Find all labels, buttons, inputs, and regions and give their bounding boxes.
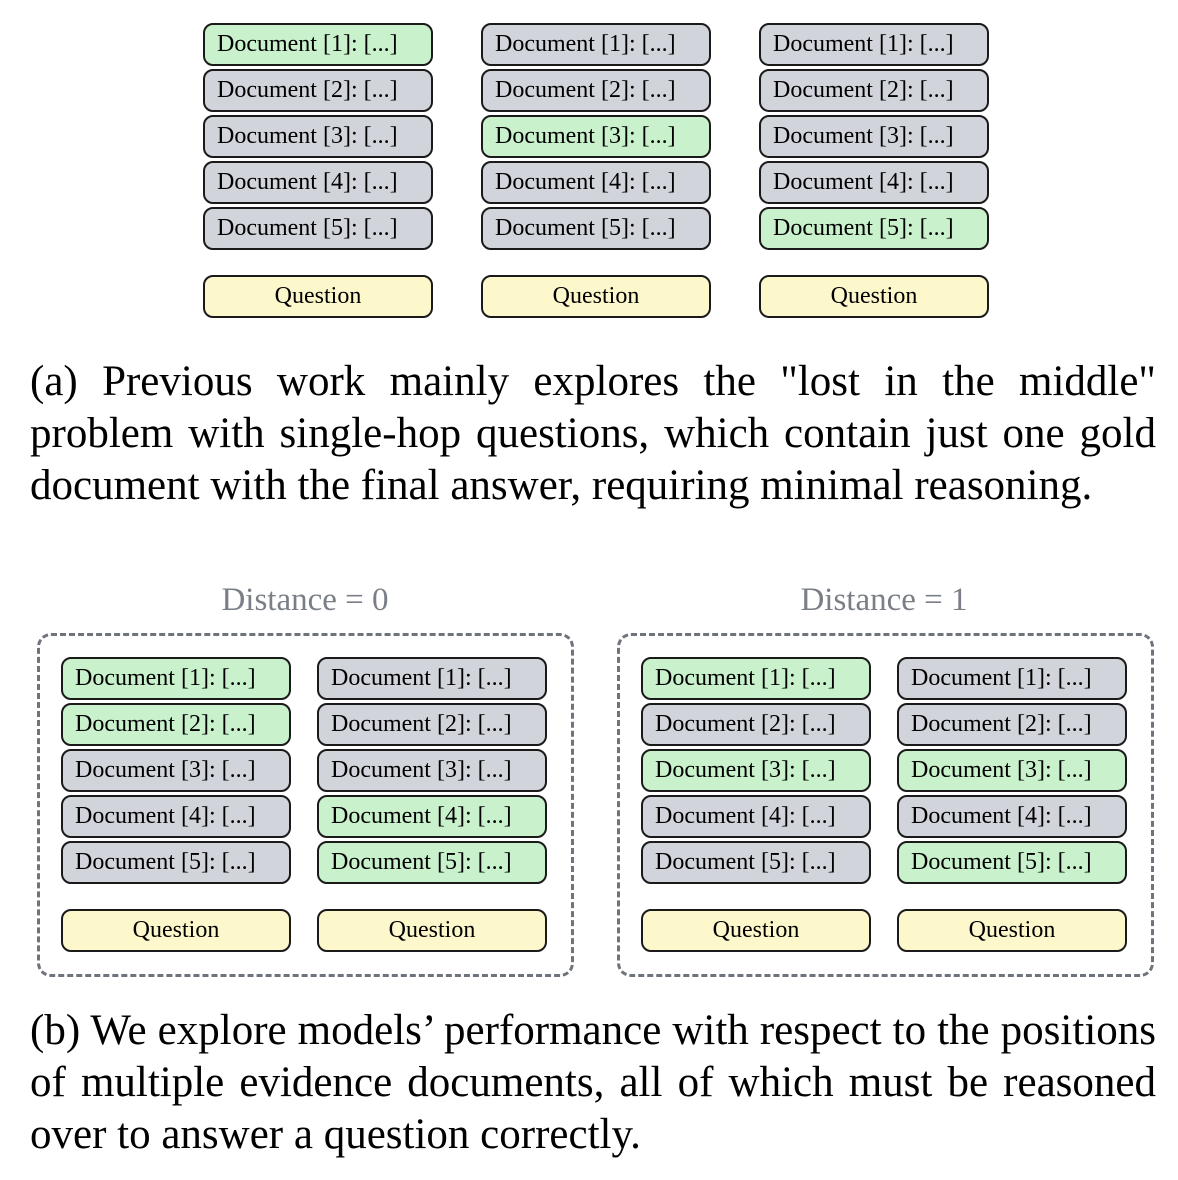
document-4: Document [4]: [...] xyxy=(481,161,711,204)
question-box: Question xyxy=(897,909,1127,952)
gold-document-1: Document [1]: [...] xyxy=(203,23,433,66)
document-2: Document [2]: [...] xyxy=(317,703,547,746)
question-box: Question xyxy=(203,275,433,318)
document-3: Document [3]: [...] xyxy=(61,749,291,792)
document-1: Document [1]: [...] xyxy=(897,657,1127,700)
document-3: Document [3]: [...] xyxy=(203,115,433,158)
gold-document-3: Document [3]: [...] xyxy=(897,749,1127,792)
document-1: Document [1]: [...] xyxy=(759,23,989,66)
gold-document-2: Document [2]: [...] xyxy=(61,703,291,746)
document-5: Document [5]: [...] xyxy=(61,841,291,884)
gold-document-1: Document [1]: [...] xyxy=(641,657,871,700)
group-title-distance-0: Distance = 0 xyxy=(221,582,389,618)
document-2: Document [2]: [...] xyxy=(203,69,433,112)
document-1: Document [1]: [...] xyxy=(481,23,711,66)
group-frame-distance-1 xyxy=(617,633,1154,977)
document-5: Document [5]: [...] xyxy=(481,207,711,250)
question-box: Question xyxy=(317,909,547,952)
gold-document-4: Document [4]: [...] xyxy=(317,795,547,838)
group-frame-distance-0 xyxy=(37,633,574,977)
gold-document-5: Document [5]: [...] xyxy=(897,841,1127,884)
document-4: Document [4]: [...] xyxy=(203,161,433,204)
document-2: Document [2]: [...] xyxy=(481,69,711,112)
document-2: Document [2]: [...] xyxy=(641,703,871,746)
document-1: Document [1]: [...] xyxy=(317,657,547,700)
document-4: Document [4]: [...] xyxy=(897,795,1127,838)
document-5: Document [5]: [...] xyxy=(203,207,433,250)
gold-document-3: Document [3]: [...] xyxy=(481,115,711,158)
question-box: Question xyxy=(481,275,711,318)
document-4: Document [4]: [...] xyxy=(61,795,291,838)
group-title-distance-1: Distance = 1 xyxy=(800,582,968,618)
question-box: Question xyxy=(641,909,871,952)
gold-document-3: Document [3]: [...] xyxy=(641,749,871,792)
document-4: Document [4]: [...] xyxy=(641,795,871,838)
document-3: Document [3]: [...] xyxy=(759,115,989,158)
document-4: Document [4]: [...] xyxy=(759,161,989,204)
document-2: Document [2]: [...] xyxy=(897,703,1127,746)
gold-document-5: Document [5]: [...] xyxy=(759,207,989,250)
gold-document-1: Document [1]: [...] xyxy=(61,657,291,700)
document-3: Document [3]: [...] xyxy=(317,749,547,792)
caption-a: (a) Previous work mainly explores the "l… xyxy=(30,358,1156,509)
question-box: Question xyxy=(759,275,989,318)
question-box: Question xyxy=(61,909,291,952)
document-2: Document [2]: [...] xyxy=(759,69,989,112)
document-5: Document [5]: [...] xyxy=(641,841,871,884)
gold-document-5: Document [5]: [...] xyxy=(317,841,547,884)
caption-b: (b) We explore models’ performance with … xyxy=(30,1007,1156,1158)
